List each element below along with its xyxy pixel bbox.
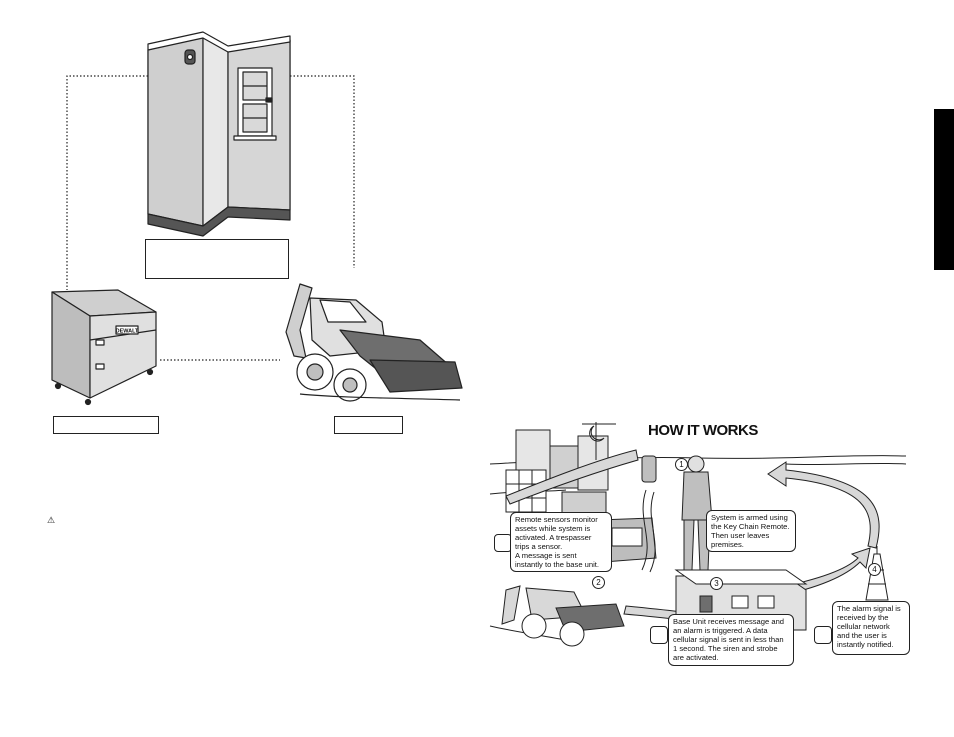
signal-waves-icon xyxy=(650,626,668,644)
small-backhoe xyxy=(501,585,625,647)
section-tab xyxy=(934,109,954,270)
step-1-callout: System is armed using the Key Chain Remo… xyxy=(706,510,796,552)
backhoe-illustration xyxy=(285,283,463,402)
backhoe-label-box xyxy=(334,416,403,434)
worker-figure xyxy=(681,455,713,571)
job-box-logo: DEWALT xyxy=(116,329,139,335)
cell-tower-icon xyxy=(814,626,832,644)
building-illustration xyxy=(147,31,291,237)
job-box-label-box xyxy=(53,416,159,434)
job-box-illustration: DEWALT xyxy=(51,289,157,406)
step-1-number: 1 xyxy=(675,458,688,471)
installation-diagram: DEWALT xyxy=(51,31,463,406)
step-4-callout: The alarm signal is received by the cell… xyxy=(832,601,910,655)
step-2-number: 2 xyxy=(592,576,605,589)
step-3-callout: Base Unit receives message and an alarm … xyxy=(668,614,794,666)
connector-lines xyxy=(66,75,355,361)
step-2-callout: Remote sensors monitor assets while syst… xyxy=(510,512,612,572)
how-it-works-title: HOW IT WORKS xyxy=(648,422,758,439)
step-3-number: 3 xyxy=(710,577,723,590)
step-4-number: 4 xyxy=(868,563,881,576)
building-label-box xyxy=(145,239,289,279)
warning-triangle-icon: ⚠ xyxy=(47,516,56,526)
